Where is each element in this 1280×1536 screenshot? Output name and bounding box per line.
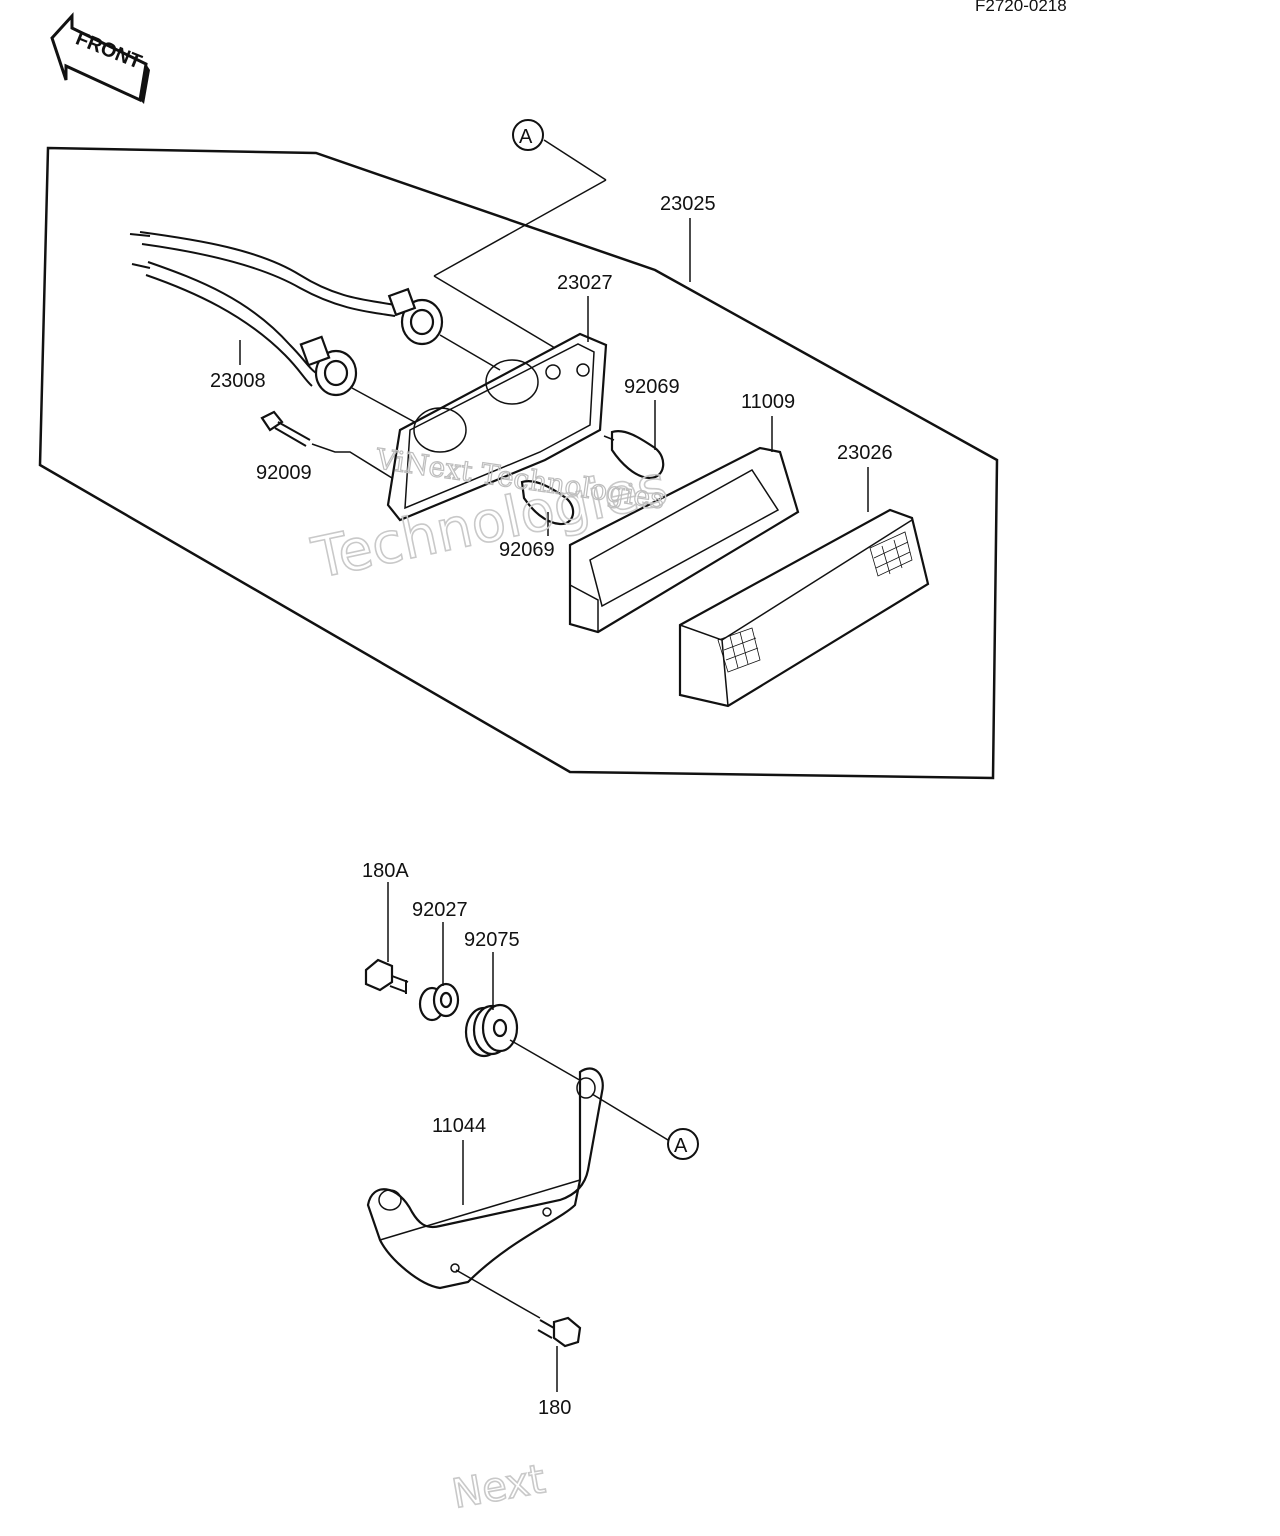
lens-frame xyxy=(568,446,800,634)
callout-a-letter-bottom: A xyxy=(674,1135,688,1157)
bolt-180 xyxy=(455,1269,582,1348)
label-23026: 23026 xyxy=(837,442,893,464)
grommet-92075 xyxy=(464,1003,584,1083)
label-92075: 92075 xyxy=(464,929,520,951)
screw-92009 xyxy=(260,410,393,479)
bracket-11044 xyxy=(366,1067,604,1290)
label-23027: 23027 xyxy=(557,272,613,294)
label-11044: 11044 xyxy=(432,1115,486,1137)
bulb-lower xyxy=(520,480,575,526)
assembly-outline xyxy=(38,146,999,780)
front-arrow-icon: FRONT xyxy=(50,12,150,104)
label-92009: 92009 xyxy=(256,462,312,484)
lamp-housing xyxy=(386,332,608,522)
collar-92027 xyxy=(418,982,460,1022)
callout-a-letter: A xyxy=(519,126,533,148)
label-92069-upper: 92069 xyxy=(624,376,680,398)
label-11009: 11009 xyxy=(741,391,795,413)
watermark-tertiary: Next xyxy=(449,1456,549,1517)
bulb-upper xyxy=(603,430,665,480)
lens-cover xyxy=(678,508,930,708)
figure-code: F2720-0218 xyxy=(975,0,1067,15)
label-23008: 23008 xyxy=(210,370,266,392)
label-92027: 92027 xyxy=(412,899,468,921)
callout-a-bottom: A xyxy=(591,1093,699,1160)
socket-upper xyxy=(387,287,501,371)
label-180a: 180A xyxy=(362,860,409,882)
wire-harness xyxy=(129,231,396,387)
label-23025: 23025 xyxy=(660,193,716,215)
label-92069-lower: 92069 xyxy=(499,539,555,561)
callout-a-top: A xyxy=(433,119,607,349)
label-180: 180 xyxy=(538,1397,571,1419)
bolt-180a xyxy=(364,958,409,994)
socket-lower xyxy=(299,335,421,426)
